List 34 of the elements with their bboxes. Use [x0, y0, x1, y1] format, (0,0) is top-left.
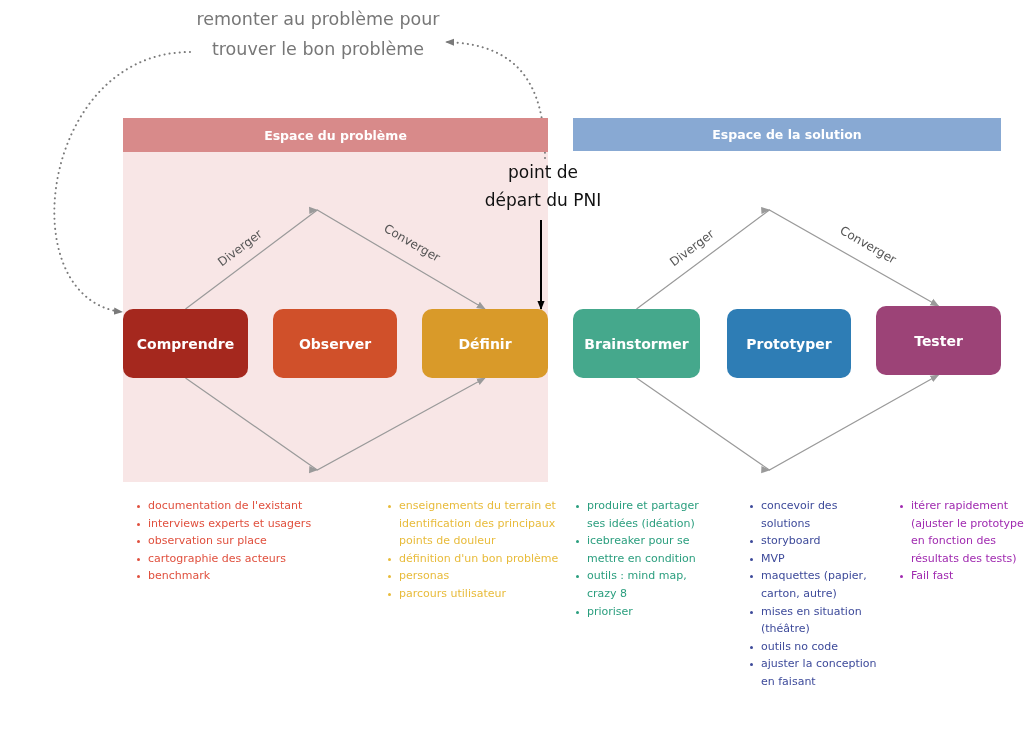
arrow	[635, 207, 940, 310]
bullet-item: interviews experts et usagers	[134, 514, 384, 533]
bullet-item: définition d'un bon problème	[385, 549, 560, 568]
bullet-item: storyboard	[747, 532, 887, 550]
solution-space-header: Espace de la solution	[573, 118, 1001, 151]
bullet-item: parcours utilisateur	[385, 584, 560, 603]
annotation-text: remonter au problème pour trouver le bon problème	[196, 4, 440, 96]
bullet-item: prioriser	[573, 602, 713, 621]
step-box: Tester	[876, 306, 1001, 375]
bullet-item: maquettes (papier, carton, autre)	[747, 567, 887, 603]
step-box: Prototyper	[727, 309, 851, 378]
bullet-item: observation sur place	[134, 532, 384, 550]
bullet-item: benchmark	[134, 567, 384, 585]
dotted-arrow	[53, 51, 191, 313]
bullet-item: personas	[385, 567, 560, 585]
arrow	[184, 206, 486, 310]
arrow	[635, 374, 940, 474]
step-box: Observer	[273, 309, 397, 378]
step-box: Comprendre	[123, 309, 248, 378]
step-box: Définir	[422, 309, 548, 378]
arrow	[184, 377, 486, 474]
bullet-item: itérer rapidement (ajuster le prototype en fonction des résultats des tests)	[897, 497, 1031, 568]
step-box: Brainstormer	[573, 309, 700, 378]
bullet-item: outils no code	[747, 637, 887, 656]
section-header: Espace du problème	[123, 118, 548, 152]
bullet-item: documentation de l'existant	[134, 497, 384, 515]
bullet-item: mises en situation (théâtre)	[747, 602, 887, 638]
bullet-item: Fail fast	[897, 567, 1031, 585]
bullet-item: ajuster la conception en faisant	[747, 655, 887, 691]
arrow	[537, 219, 545, 310]
bullet-item: produire et partager ses idées (idéation)	[573, 497, 713, 533]
annotation-text: point de départ du PNI	[478, 158, 608, 216]
bullet-item: cartographie des acteurs	[134, 549, 384, 568]
bullet-item: MVP	[747, 549, 887, 568]
